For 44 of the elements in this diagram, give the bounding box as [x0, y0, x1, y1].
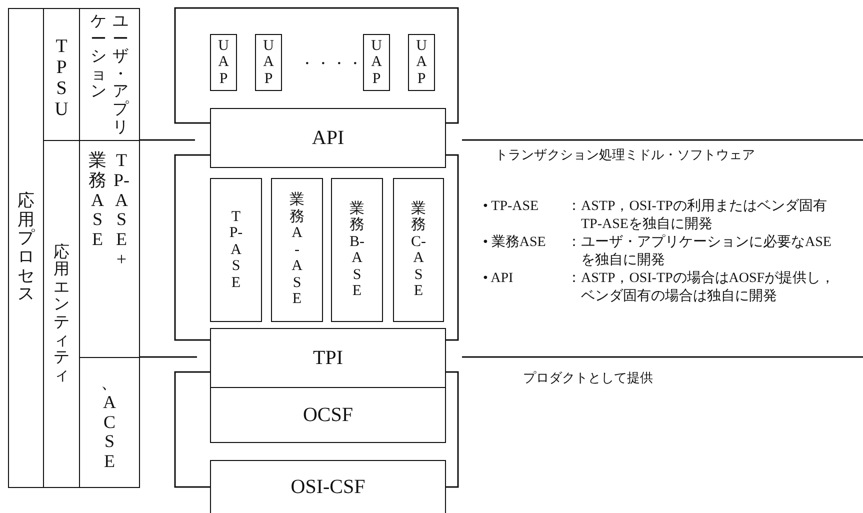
term-label: • 業務ASE — [483, 234, 547, 252]
vertical-label: TP-ASE+ — [112, 151, 130, 270]
layer-label: TPI — [313, 346, 343, 370]
vertical-label: 業務A-ASE — [290, 192, 304, 308]
description-text: ：ユーザ・アプリケーションに必要なASEを独自に開発 — [567, 234, 832, 270]
module-box — [79, 357, 140, 488]
module-box — [255, 34, 282, 91]
vertical-label: 業務B-ASE — [350, 200, 364, 300]
module-box — [271, 178, 323, 322]
module-box — [393, 178, 444, 322]
module-box — [408, 34, 435, 91]
vertical-label: 、ACSE — [100, 373, 118, 472]
module-box — [210, 178, 262, 322]
term-label: • API — [483, 270, 514, 288]
vertical-label: TP-ASE — [228, 208, 244, 292]
layer-label: OCSF — [302, 404, 354, 426]
module-box — [79, 8, 140, 141]
note-text: プロダクトとして提供 — [523, 369, 654, 387]
layer-box — [210, 387, 446, 443]
vertical-label: UAP — [262, 38, 275, 88]
vertical-label: UAP — [370, 38, 383, 88]
description-text: ：ASTP，OSI-TPの場合はAOSFが提供し，ベンダ固有の場合は独自に開発 — [567, 270, 835, 306]
ellipsis-dots: ・・・・ — [300, 56, 360, 74]
module-box — [363, 34, 390, 91]
vertical-label: ケーション — [90, 13, 106, 101]
layer-box — [210, 460, 446, 513]
module-box — [331, 178, 383, 322]
note-text: トランザクション処理ミドル・ソフトウェア — [495, 146, 756, 164]
layer-box — [210, 328, 446, 388]
vertical-label: UAP — [415, 38, 428, 88]
vertical-label: UAP — [217, 38, 230, 88]
vertical-label: 業務ASE — [88, 151, 106, 250]
layer-box — [210, 108, 446, 168]
layer-label: API — [312, 126, 344, 150]
layer-label: OSI-CSF — [290, 476, 366, 498]
module-box — [210, 34, 237, 91]
term-label: • TP-ASE — [483, 198, 540, 216]
description-text: ：ASTP，OSI-TPの利用またはベンダ固有TP-ASEを独自に開発 — [567, 198, 828, 234]
vertical-label: 応用プロセス — [18, 192, 34, 304]
vertical-label: 応用エンティティ — [54, 244, 70, 384]
vertical-label: 業務C-ASE — [411, 200, 426, 300]
vertical-label: TPSU — [54, 37, 70, 121]
module-box — [8, 8, 44, 488]
vertical-label: ユーザ・アプリ — [112, 13, 128, 136]
